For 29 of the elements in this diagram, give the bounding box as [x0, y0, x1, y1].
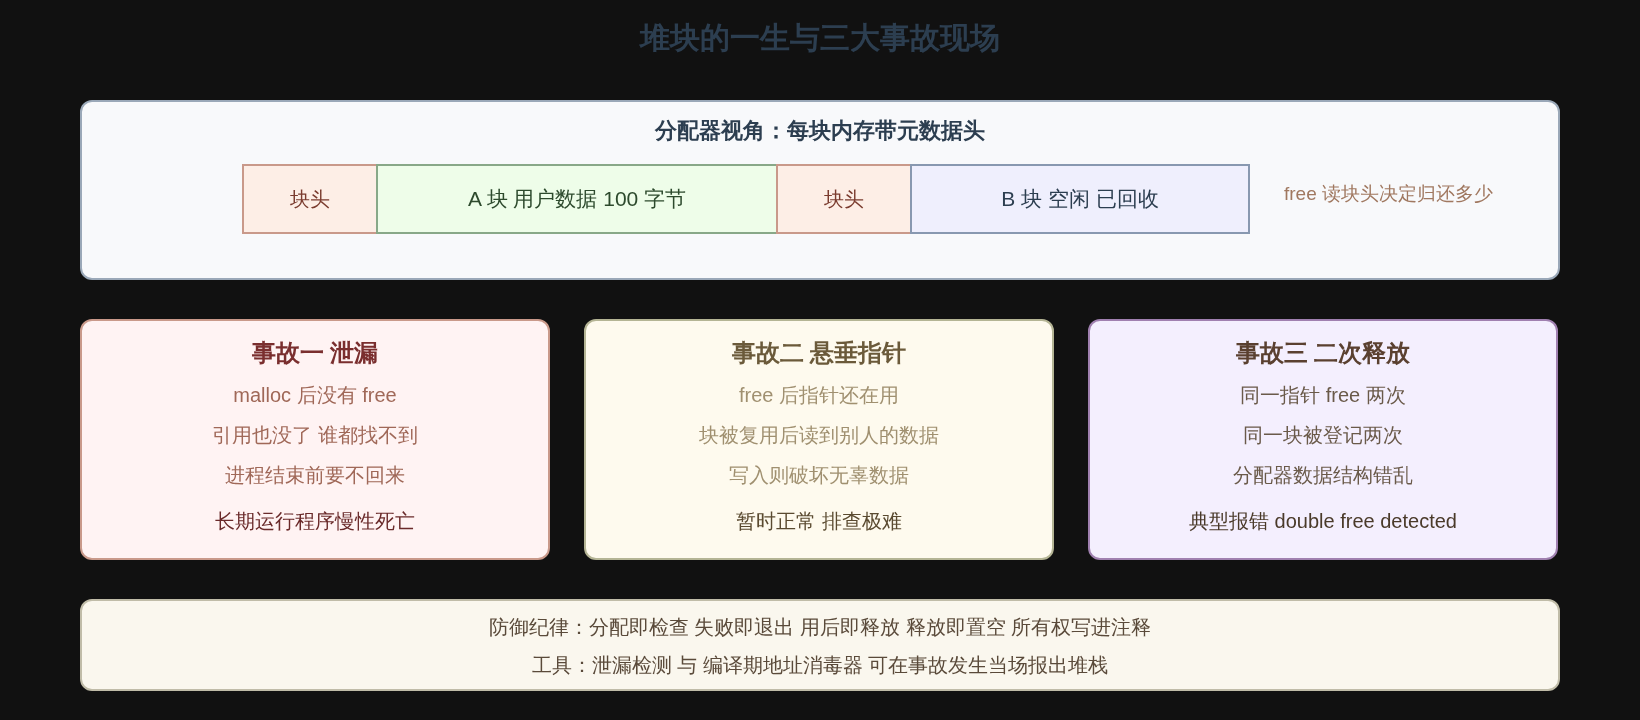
header-segment: 块头 — [776, 164, 912, 234]
card-text: 同一指针 free 两次 — [1240, 383, 1406, 408]
card-text: free 后指针还在用 — [739, 383, 899, 408]
page-title: 堆块的一生与三大事故现场 — [640, 20, 1000, 56]
panel-heading: 分配器视角：每块内存带元数据头 — [655, 117, 985, 145]
card-heading: 事故三 二次释放 — [1235, 338, 1411, 368]
memory-layout-panel — [80, 100, 1560, 280]
incident-card — [584, 319, 1054, 560]
card-text: 同一块被登记两次 — [1243, 423, 1403, 448]
card-text: 引用也没了 谁都找不到 — [212, 423, 418, 448]
card-conclusion: 暂时正常 排查极难 — [736, 509, 902, 534]
card-conclusion: 典型报错 double free detected — [1189, 509, 1457, 534]
header-segment: 块头 — [242, 164, 378, 234]
card-heading: 事故二 悬垂指针 — [731, 338, 907, 368]
incident-card — [1088, 319, 1558, 560]
card-text: 块被复用后读到别人的数据 — [699, 423, 939, 448]
card-text: 写入则破坏无辜数据 — [729, 463, 909, 488]
card-heading: 事故一 泄漏 — [251, 338, 379, 368]
note-text: free 读块头决定归还多少 — [1284, 182, 1494, 206]
guideline-text: 工具：泄漏检测 与 编译期地址消毒器 可在事故发生当场报出堆栈 — [531, 653, 1109, 678]
card-text: 分配器数据结构错乱 — [1233, 463, 1413, 488]
free-segment: B 块 空闲 已回收 — [910, 164, 1250, 234]
guidelines-panel — [80, 599, 1560, 691]
card-text: 进程结束前要不回来 — [225, 463, 405, 488]
used-data-segment: A 块 用户数据 100 字节 — [376, 164, 778, 234]
incident-card — [80, 319, 550, 560]
card-text: malloc 后没有 free — [233, 383, 397, 408]
guideline-text: 防御纪律：分配即检查 失败即退出 用后即释放 释放即置空 所有权写进注释 — [488, 615, 1152, 640]
card-conclusion: 长期运行程序慢性死亡 — [215, 509, 415, 534]
